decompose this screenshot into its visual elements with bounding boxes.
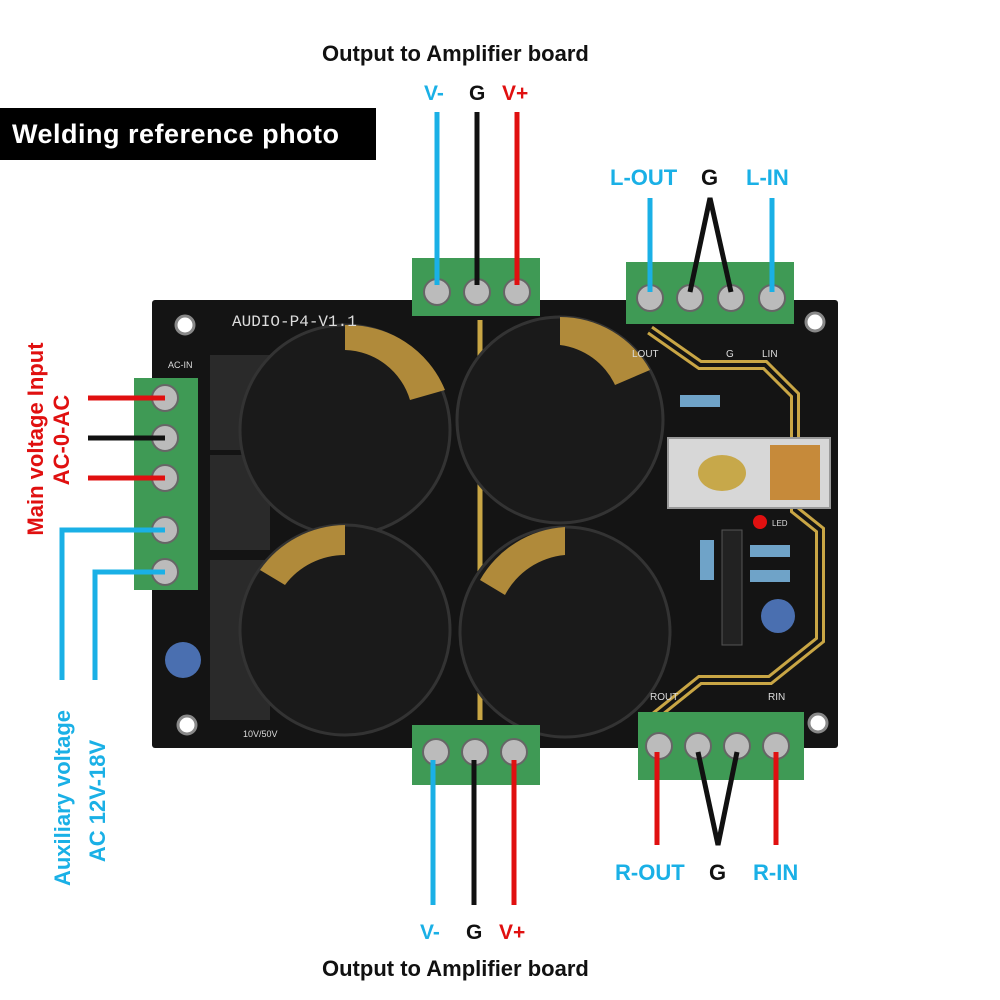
silk-rin: RIN [768,692,785,703]
wire-aux-2 [92,569,165,680]
silk-g: G [726,349,734,360]
label-r-in: R-IN [753,860,799,885]
top-label-v-plus: V+ [502,82,529,105]
title-badge: Welding reference photo [0,108,376,160]
ic-chip [721,529,743,646]
wire-aux-1 [59,527,165,680]
silk-cap-spec: 10V/50V [243,729,278,739]
mounting-hole [804,311,826,333]
main-voltage-ac-label: AC-0-AC [49,394,74,486]
bottom-label-v-plus: V+ [499,921,526,944]
terminal-block-left-channel [626,262,794,324]
wire-r-g [695,751,740,846]
resistor [680,395,720,407]
label-l-g: G [701,165,719,190]
label-l-out: L-OUT [610,165,678,190]
top-label-v-minus: V- [424,82,444,105]
terminal-block-right-channel [638,712,804,780]
filter-capacitor [458,525,672,739]
silk-lout: LOUT [632,349,659,360]
silk-board-name: AUDIO-P4-V1.1 [232,313,357,331]
led [753,515,767,529]
small-capacitor [761,599,795,633]
silk-led: LED [772,519,788,528]
aux-voltage-spec-label: AC 12V-18V [85,739,110,863]
small-capacitor [165,642,201,678]
mounting-hole [807,712,829,734]
capacitor-stripe [260,525,345,585]
relay-contact [770,445,820,500]
label-r-g: G [709,860,727,885]
silk-rout: ROUT [650,692,678,703]
aux-voltage-label: Auxiliary voltage [50,709,75,887]
terminal-block-ac-input [134,378,198,590]
mounting-hole [176,714,198,736]
bottom-label-v-minus: V- [420,921,440,944]
relay-coil [698,455,746,491]
resistor [750,570,790,582]
main-voltage-label: Main voltage Input [23,342,48,536]
mounting-hole [174,314,196,336]
top-label-g: G [469,82,486,105]
top-caption: Output to Amplifier board [322,41,589,66]
capacitor-stripe [560,317,650,385]
wire-l-g [687,197,734,293]
label-r-out: R-OUT [615,860,685,885]
capacitor-stripe [480,527,565,595]
silk-lin: LIN [762,349,778,360]
gold-trace [648,328,822,722]
silk-ac-in: AC-IN [168,360,193,370]
bottom-caption: Output to Amplifier board [322,956,589,981]
label-l-in: L-IN [746,165,789,190]
resistor [750,545,790,557]
bottom-label-g: G [466,921,483,944]
capacitor-stripe [345,324,445,400]
resistor [700,540,714,580]
